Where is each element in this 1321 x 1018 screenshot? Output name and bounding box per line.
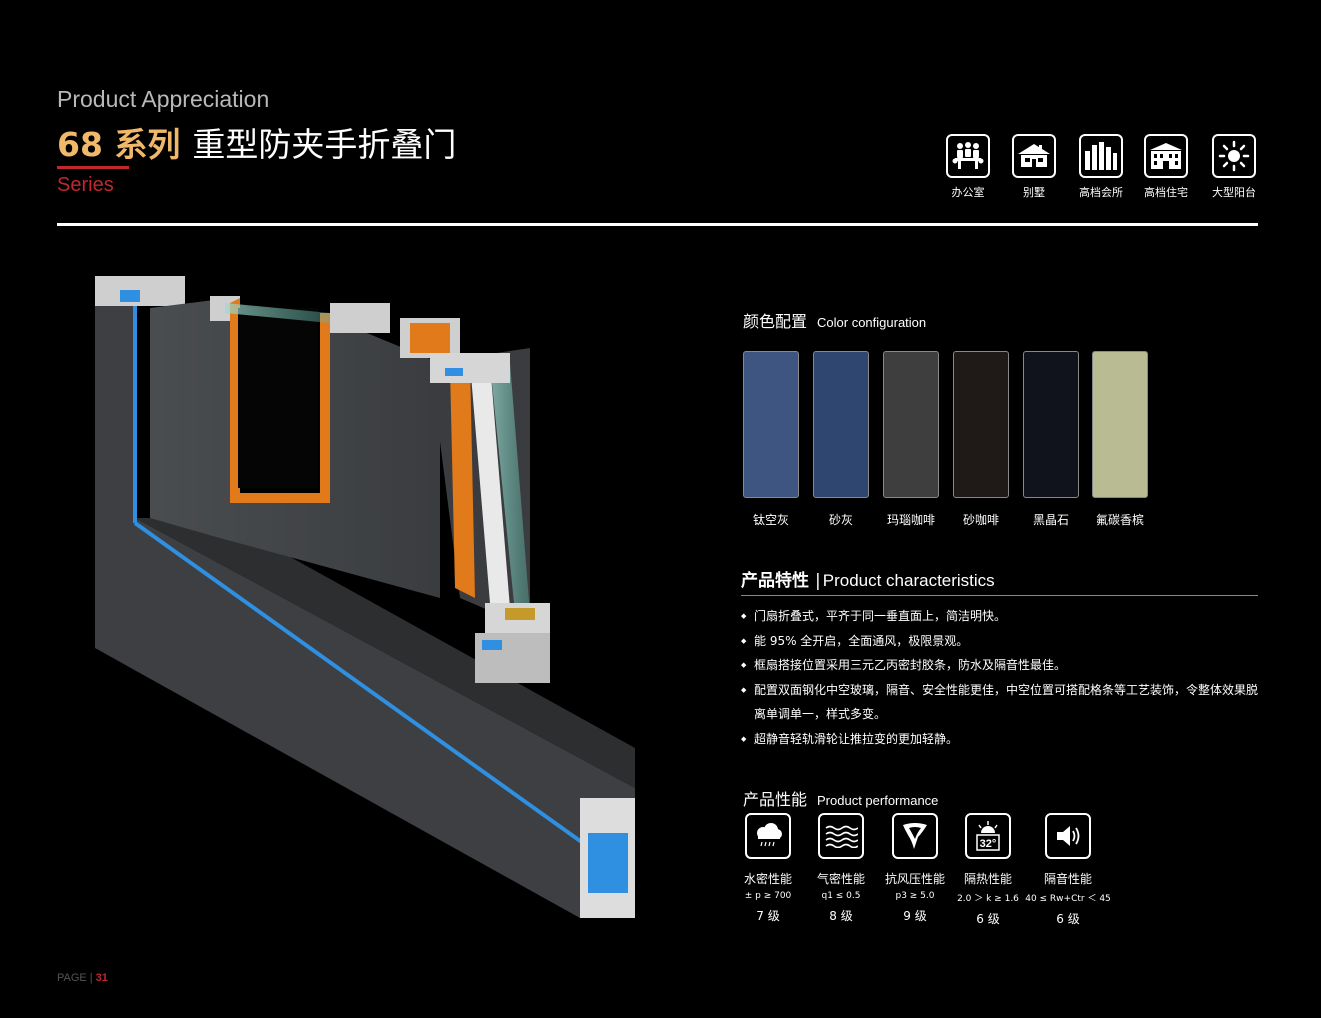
performance-name: 水密性能 bbox=[743, 872, 792, 886]
color-swatch-label: 氟碳香槟 bbox=[1095, 513, 1144, 527]
performance-value: ± p ≥ 700 bbox=[744, 891, 792, 901]
performance-name: 抗风压性能 bbox=[884, 872, 945, 886]
header-divider bbox=[57, 223, 1258, 226]
temperature-32-icon: 32° bbox=[965, 813, 1011, 859]
application-label: 高档会所 bbox=[1079, 186, 1123, 199]
performance-title: 产品性能 Product performance bbox=[743, 786, 938, 810]
series-underline bbox=[57, 166, 129, 169]
performance-grade: 9 级 bbox=[903, 909, 927, 923]
temperature-text: 32° bbox=[980, 838, 997, 850]
performance-value: 2.0 ＞ k ≥ 1.6 bbox=[957, 894, 1019, 904]
list-item: 配置双面钢化中空玻璃，隔音、安全性能更佳，中空位置可搭配格条等工艺装饰，令整体效… bbox=[741, 678, 1261, 727]
performance-name: 隔热性能 bbox=[963, 872, 1012, 886]
list-item: 能 95% 全开启，全面通风，极限景观。 bbox=[741, 629, 1261, 654]
application-label: 高档住宅 bbox=[1144, 186, 1188, 199]
tornado-icon bbox=[892, 813, 938, 859]
subtitle-en: Product Appreciation bbox=[57, 86, 270, 112]
color-swatch-label: 砂咖啡 bbox=[962, 513, 999, 527]
profile-cross-section-image bbox=[95, 276, 635, 918]
club-buildings-icon bbox=[1079, 134, 1123, 178]
performance-grade: 6 级 bbox=[976, 912, 1000, 926]
application-balcony: 大型阳台 bbox=[1204, 134, 1264, 200]
application-villa: 别墅 bbox=[1004, 134, 1064, 200]
performance-water: 水密性能 ± p ≥ 700 7 级 bbox=[723, 813, 813, 924]
color-swatch bbox=[883, 351, 939, 498]
performance-value: p3 ≥ 5.0 bbox=[895, 891, 935, 901]
performance-grade: 7 级 bbox=[756, 909, 780, 923]
application-club: 高档会所 bbox=[1071, 134, 1131, 200]
product-name: 重型防夹手折叠门 bbox=[192, 125, 457, 164]
color-config-title-cn: 颜色配置 bbox=[743, 312, 808, 331]
color-swatch bbox=[1023, 351, 1079, 498]
performance-thermal: 32° 隔热性能 2.0 ＞ k ≥ 1.6 6 级 bbox=[943, 813, 1033, 927]
color-swatch bbox=[743, 351, 799, 498]
series-number: 68 系列 bbox=[57, 125, 181, 164]
application-residence: 高档住宅 bbox=[1136, 134, 1196, 200]
air-waves-icon bbox=[818, 813, 864, 859]
color-swatch bbox=[813, 351, 869, 498]
color-swatch bbox=[953, 351, 1009, 498]
office-meeting-icon bbox=[946, 134, 990, 178]
list-item: 框扇搭接位置采用三元乙丙密封胶条，防水及隔音性最佳。 bbox=[741, 653, 1261, 678]
application-label: 别墅 bbox=[1023, 186, 1045, 199]
villa-icon bbox=[1012, 134, 1056, 178]
performance-value: 40 ≤ Rw+Ctr ＜ 45 bbox=[1025, 894, 1111, 904]
color-swatch-label: 钛空灰 bbox=[752, 513, 789, 527]
color-swatch-label: 黑晶石 bbox=[1032, 513, 1069, 527]
performance-name: 隔音性能 bbox=[1043, 872, 1092, 886]
page-title: 68 系列重型防夹手折叠门 bbox=[57, 118, 456, 166]
speaker-icon bbox=[1045, 813, 1091, 859]
color-config-title-en: Color configuration bbox=[817, 315, 927, 330]
application-office: 办公室 bbox=[938, 134, 998, 200]
application-label: 办公室 bbox=[951, 186, 985, 199]
list-item: 门扇折叠式，平齐于同一垂直面上，简洁明快。 bbox=[741, 604, 1261, 629]
performance-title-cn: 产品性能 bbox=[743, 790, 808, 809]
series-label: Series bbox=[57, 174, 114, 196]
performance-grade: 6 级 bbox=[1056, 912, 1080, 926]
characteristics-list: 门扇折叠式，平齐于同一垂直面上，简洁明快。 能 95% 全开启，全面通风，极限景… bbox=[741, 604, 1261, 751]
page-num: 31 bbox=[95, 972, 108, 984]
performance-title-en: Product performance bbox=[817, 793, 939, 808]
color-swatch bbox=[1092, 351, 1148, 498]
characteristics-rule bbox=[741, 595, 1258, 596]
rain-cloud-icon bbox=[745, 813, 791, 859]
performance-wind: 抗风压性能 p3 ≥ 5.0 9 级 bbox=[870, 813, 960, 924]
performance-grade: 8 级 bbox=[829, 909, 853, 923]
performance-value: q1 ≤ 0.5 bbox=[821, 891, 861, 901]
sun-balcony-icon bbox=[1212, 134, 1256, 178]
residence-building-icon bbox=[1144, 134, 1188, 178]
color-swatch-label: 玛瑙咖啡 bbox=[886, 513, 935, 527]
characteristics-title: 产品特性 |Product characteristics bbox=[741, 566, 995, 591]
performance-air: 气密性能 q1 ≤ 0.5 8 级 bbox=[796, 813, 886, 924]
page-number: PAGE|31 bbox=[57, 972, 108, 984]
characteristics-divider: | bbox=[815, 571, 821, 591]
performance-name: 气密性能 bbox=[816, 872, 865, 886]
list-item: 超静音轻轨滑轮让推拉变的更加轻静。 bbox=[741, 727, 1261, 752]
color-swatch-label: 砂灰 bbox=[828, 513, 853, 527]
characteristics-title-en: Product characteristics bbox=[822, 571, 995, 590]
application-label: 大型阳台 bbox=[1212, 186, 1256, 199]
characteristics-title-cn: 产品特性 bbox=[741, 571, 809, 591]
page-separator: | bbox=[89, 972, 93, 984]
color-config-title: 颜色配置 Color configuration bbox=[743, 308, 926, 332]
page-label: PAGE bbox=[57, 972, 87, 984]
performance-acoustic: 隔音性能 40 ≤ Rw+Ctr ＜ 45 6 级 bbox=[1023, 813, 1113, 927]
